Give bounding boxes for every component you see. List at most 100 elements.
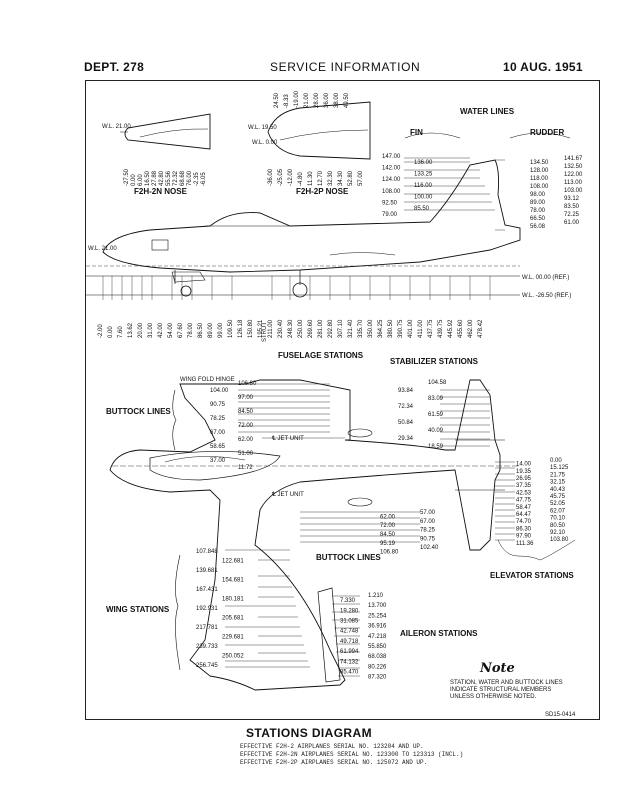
elevator-station-value: 14.00 [516, 462, 532, 468]
nose-2p-outline [267, 101, 371, 160]
fuselage-station-value: 195.21 [258, 319, 264, 338]
wing-station-value: 180.181 [222, 597, 244, 603]
rudder-water-line-value: 83.50 [564, 204, 580, 210]
note-line-2: INDICATE STRUCTURAL MEMBERS [450, 687, 551, 693]
fin-water-line-value: 79.00 [382, 212, 398, 218]
fuselage-station-value: 411.00 [418, 319, 424, 338]
buttock-line-value: 72.00 [238, 423, 254, 429]
elevator-station-value: 47.75 [516, 498, 532, 504]
buttock-line-value: 90.75 [210, 402, 226, 408]
aileron-stations-title: AILERON STATIONS [400, 629, 478, 638]
rudder-water-line-value: 132.50 [564, 164, 583, 170]
stabilizer-station-value: 50.84 [398, 420, 414, 426]
fin-title: FIN [410, 128, 423, 137]
wing-station-value: 122.681 [222, 559, 244, 565]
nose-2p-bottom-value: 32.30 [328, 170, 334, 186]
fuselage-station-value: 78.00 [188, 322, 194, 338]
wing-station-value: 250.052 [222, 654, 244, 660]
buttock-line-value: 78.25 [210, 416, 226, 422]
wl-nose-2p-1950: W.L. 19.50 [248, 125, 277, 131]
nose-2p-bottom-value: 34.30 [338, 170, 344, 186]
buttock-line-bottom-value: 57.00 [420, 510, 436, 516]
elevator-station-value: 52.05 [550, 501, 566, 507]
fuselage-station-value: 390.75 [398, 319, 404, 338]
jet-unit-1-label: ℄ JET UNIT [271, 436, 304, 442]
elevator-station-value: 86.30 [516, 526, 532, 532]
nose-2p-top-value: 24.50 [274, 92, 280, 108]
aileron-station-value: 74.132 [340, 659, 359, 665]
aileron-station-value: 80.226 [368, 664, 387, 670]
stabilizer-station-value: 104.58 [428, 380, 447, 386]
fin-water-line-value: 100.00 [414, 195, 433, 201]
caption: STATIONS DIAGRAM [0, 726, 618, 740]
fuselage-station-value: 126.18 [238, 319, 244, 338]
fuselage-station-value: 67.60 [178, 322, 184, 338]
wl-nose-2p-000: W.L. 0.00 [252, 140, 278, 146]
nose-2n-value: -27.50 [124, 168, 130, 186]
elevator-station-value: 111.36 [516, 541, 534, 547]
buttock-line-value: 104.00 [210, 388, 229, 394]
buttock-line-value: 58.65 [210, 444, 226, 450]
rudder-water-line-value: 103.00 [564, 188, 583, 194]
nose-2p-title: F2H-2P NOSE [296, 187, 349, 196]
aileron-station-value: 1.210 [368, 593, 384, 599]
aileron-station-value: 36.916 [368, 624, 387, 630]
elevator-station-value: 70.10 [550, 516, 566, 522]
rudder-water-line-value: 89.00 [530, 200, 546, 206]
aileron-station-value: 13.700 [368, 603, 387, 609]
jet-unit-2-label: ℄ JET UNIT [271, 492, 304, 498]
buttock-line-value: 37.00 [210, 458, 226, 464]
doc-number: SD15-0414 [545, 712, 576, 718]
fuselage-station-value: 321.40 [348, 319, 354, 338]
stabilizer-station-value: 18.59 [428, 444, 444, 450]
elevator-station-value: 32.15 [550, 480, 566, 486]
buttock-line-value: 51.00 [238, 451, 254, 457]
note-title: Note [479, 661, 515, 676]
nose-2n-value: 16.50 [145, 170, 151, 186]
aileron-station-value: 68.038 [368, 654, 387, 660]
fuselage-station-value: 350.00 [368, 319, 374, 338]
fuselage-station-value: 364.25 [378, 319, 384, 338]
stabilizer-station-value: 72.34 [398, 404, 414, 410]
nose-2p-bottom-value: 57.00 [358, 170, 364, 186]
rudder-water-line-value: 118.00 [530, 176, 549, 182]
wl-ref-00: W.L. 00.00 (REF.) [522, 275, 569, 281]
aileron-station-value: 19.280 [340, 608, 359, 614]
fuselage-station-value: 54.00 [168, 322, 174, 338]
aileron-station-value: 85.470 [340, 670, 359, 676]
nose-2p-bottom-value: -25.05 [278, 168, 284, 186]
fuselage-station-value: 307.10 [338, 319, 344, 338]
wing-stations-title: WING STATIONS [106, 605, 170, 614]
wing-station-value: 239.733 [196, 644, 218, 650]
stabilizer-station-value: 93.84 [398, 388, 414, 394]
buttock-line-bottom-value: 102.40 [420, 545, 439, 551]
rudder-water-line-value: 134.50 [530, 160, 549, 166]
wing-station-value: 217.781 [196, 625, 218, 631]
fuselage-station-value: 335.70 [358, 319, 364, 338]
nose-2p-top-value: 49.50 [344, 92, 350, 108]
nose-2n-value: 55.56 [166, 170, 172, 186]
strut-label: STRUT [262, 322, 268, 342]
elevator-station-value: 37.35 [516, 483, 532, 489]
elevator-station-value: 97.90 [516, 534, 532, 540]
elevator-station-value: 62.07 [550, 508, 566, 514]
elevator-station-value: 58.47 [516, 505, 532, 511]
fuselage-station-value: 478.42 [478, 319, 484, 338]
rudder-water-line-value: 128.00 [530, 168, 549, 174]
buttock-line-value: 67.00 [210, 430, 226, 436]
rudder-water-line-value: 93.12 [564, 196, 580, 202]
fin-water-line-value: 85.50 [414, 206, 430, 212]
elevator-station-value: 21.75 [550, 472, 566, 478]
nose-2n-title: F2H-2N NOSE [134, 187, 188, 196]
fuselage-station-value: 445.92 [448, 319, 454, 338]
nose-2p-bottom-value: 12.70 [318, 170, 324, 186]
aileron-station-value: 55.850 [368, 644, 387, 650]
rudder-water-line-value: 98.00 [530, 192, 546, 198]
nose-2n-value: -6.05 [201, 172, 207, 186]
elevator-station-value: 40.43 [550, 487, 566, 493]
nose-2n-value: 0.00 [131, 174, 137, 186]
fuselage-station-value: 31.00 [148, 322, 154, 338]
rudder-water-line-value: 61.00 [564, 220, 580, 226]
fuselage-station-value: 269.60 [308, 319, 314, 338]
